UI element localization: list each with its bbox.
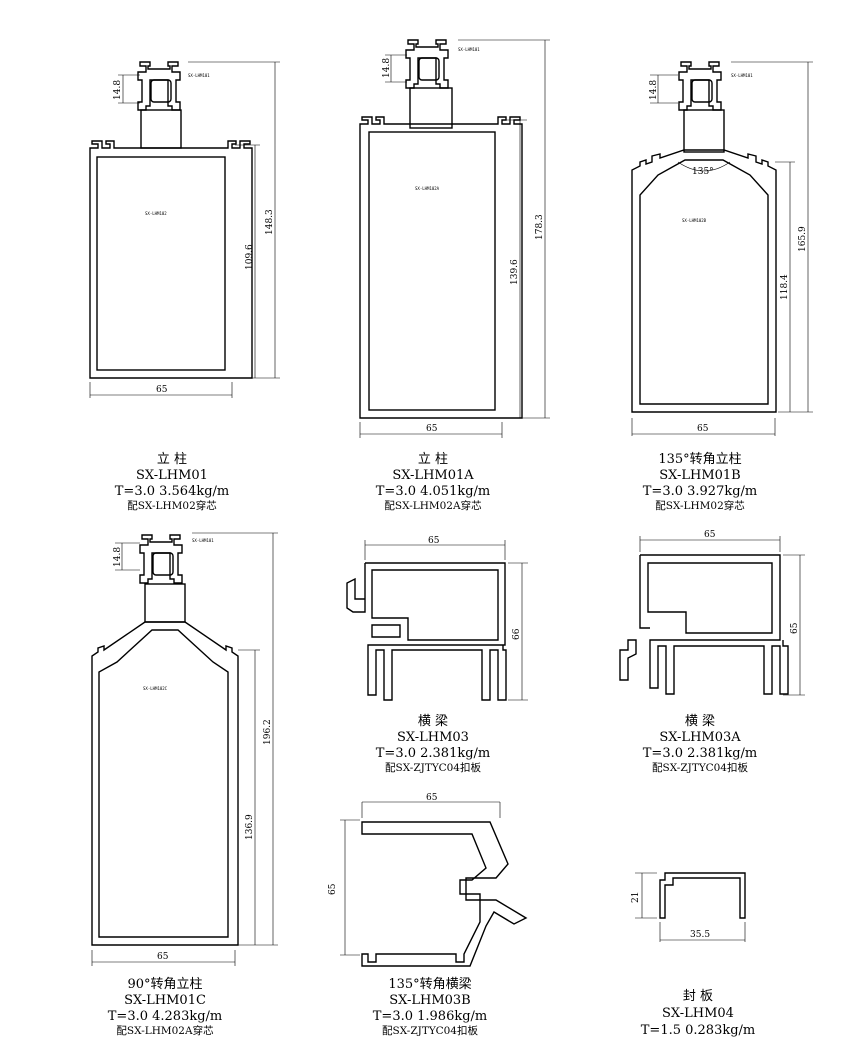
caption-lhm03a: 横 梁 SX-LHM03A T=3.0 2.381kg/m 配SX-ZJTYC0… — [643, 714, 758, 774]
profile-code: SX-LHM03B — [389, 993, 470, 1008]
dim-inner-height: 118.4 — [780, 274, 790, 300]
profile-spec: T=3.0 4.051kg/m — [376, 484, 491, 499]
profile-lhm01c-drawing: SX-LHM102C SX-LHM101 65 136.9 196.2 14.8 — [91, 532, 278, 966]
profile-note: 配SX-LHM02A穿芯 — [384, 499, 481, 512]
dim-height: 21 — [631, 892, 641, 903]
profile-spec: T=3.0 2.381kg/m — [376, 746, 491, 761]
dim-connector: 14.8 — [113, 547, 123, 567]
profile-note: 配SX-LHM02穿芯 — [127, 499, 217, 512]
top-tag: SX-LHM101 — [192, 538, 214, 543]
profile-spec: T=1.5 0.283kg/m — [641, 1023, 756, 1038]
dim-width: 65 — [156, 385, 168, 395]
profile-code: SX-LHM03 — [397, 730, 469, 745]
profile-lhm01b-drawing: 135° SX-LHM102B SX-LHM101 65 118.4 165.9… — [631, 61, 813, 436]
profile-lhm01-drawing: SX-LHM102 SX-LHM101 65 109.6 148.3 14.8 — [89, 61, 280, 398]
profile-spec: T=3.0 3.564kg/m — [115, 484, 230, 499]
top-tag: SX-LHM101 — [458, 47, 480, 52]
dim-inner-height: 139.6 — [510, 259, 520, 285]
profile-code: SX-LHM01A — [392, 468, 474, 483]
dim-width: 65 — [426, 793, 438, 803]
dim-height: 65 — [328, 883, 338, 895]
profile-spec: T=3.0 3.927kg/m — [643, 484, 758, 499]
dim-height: 66 — [512, 628, 522, 640]
profile-lhm03b-drawing: 65 65 — [328, 793, 528, 967]
profile-code: SX-LHM03A — [659, 730, 741, 745]
profile-name: 封 板 — [683, 989, 713, 1004]
dim-width: 65 — [157, 952, 169, 962]
inner-tag: SX-LHM102C — [143, 686, 168, 691]
profile-name: 立 柱 — [157, 452, 187, 467]
dim-connector: 14.8 — [382, 58, 392, 78]
profile-code: SX-LHM04 — [662, 1006, 734, 1021]
dim-width: 35.5 — [690, 930, 710, 940]
profile-code: SX-LHM01C — [124, 993, 206, 1008]
caption-lhm01: 立 柱 SX-LHM01 T=3.0 3.564kg/m 配SX-LHM02穿芯 — [115, 452, 230, 512]
profile-name: 立 柱 — [418, 452, 448, 467]
caption-lhm03b: 135°转角横梁 SX-LHM03B T=3.0 1.986kg/m 配SX-Z… — [373, 977, 488, 1037]
caption-lhm01b: 135°转角立柱 SX-LHM01B T=3.0 3.927kg/m 配SX-L… — [643, 452, 758, 512]
profile-lhm04-drawing: 21 35.5 — [631, 872, 746, 942]
profile-note: 配SX-LHM02穿芯 — [655, 499, 745, 512]
inner-tag: SX-LHM102B — [682, 218, 707, 223]
dim-width: 65 — [697, 424, 709, 434]
profile-spec: T=3.0 2.381kg/m — [643, 746, 758, 761]
dim-connector: 14.8 — [649, 80, 659, 100]
dim-total-height: 148.3 — [265, 209, 275, 235]
profile-code: SX-LHM01 — [136, 468, 208, 483]
profile-lhm01a-drawing: SX-LHM102A SX-LHM101 65 139.6 178.3 14.8 — [359, 39, 550, 438]
profile-note: 配SX-ZJTYC04扣板 — [382, 1024, 478, 1037]
profile-spec: T=3.0 1.986kg/m — [373, 1009, 488, 1024]
profile-name: 90°转角立柱 — [127, 977, 202, 992]
dim-width: 65 — [426, 424, 438, 434]
top-tag: SX-LHM101 — [731, 73, 753, 78]
profile-code: SX-LHM01B — [659, 468, 740, 483]
profile-name: 横 梁 — [685, 714, 715, 729]
dim-total-height: 165.9 — [798, 226, 808, 252]
dim-inner-height: 109.6 — [245, 244, 255, 270]
profile-note: 配SX-ZJTYC04扣板 — [652, 761, 748, 774]
caption-lhm01c: 90°转角立柱 SX-LHM01C T=3.0 4.283kg/m 配SX-LH… — [108, 977, 223, 1037]
top-tag: SX-LHM101 — [188, 73, 210, 78]
dim-width: 65 — [704, 530, 716, 540]
dim-connector: 14.8 — [113, 80, 123, 100]
inner-tag: SX-LHM102 — [145, 211, 167, 216]
profile-name: 135°转角立柱 — [658, 452, 741, 467]
angle-label: 135° — [692, 167, 714, 177]
dim-inner-height: 136.9 — [245, 814, 255, 840]
dim-total-height: 178.3 — [535, 214, 545, 240]
dim-height: 65 — [790, 622, 800, 634]
profile-note: 配SX-LHM02A穿芯 — [116, 1024, 213, 1037]
dim-total-height: 196.2 — [263, 719, 273, 745]
inner-tag: SX-LHM102A — [415, 186, 440, 191]
caption-lhm01a: 立 柱 SX-LHM01A T=3.0 4.051kg/m 配SX-LHM02A… — [376, 452, 491, 512]
profile-name: 横 梁 — [418, 714, 448, 729]
caption-lhm03: 横 梁 SX-LHM03 T=3.0 2.381kg/m 配SX-ZJTYC04… — [376, 714, 491, 774]
profile-name: 135°转角横梁 — [388, 977, 471, 992]
profile-spec: T=3.0 4.283kg/m — [108, 1009, 223, 1024]
profile-lhm03a-drawing: 65 65 — [619, 530, 805, 696]
dim-width: 65 — [428, 536, 440, 546]
caption-lhm04: 封 板 SX-LHM04 T=1.5 0.283kg/m — [641, 989, 756, 1038]
profile-note: 配SX-ZJTYC04扣板 — [385, 761, 481, 774]
profile-lhm03-drawing: 65 66 — [346, 536, 528, 701]
